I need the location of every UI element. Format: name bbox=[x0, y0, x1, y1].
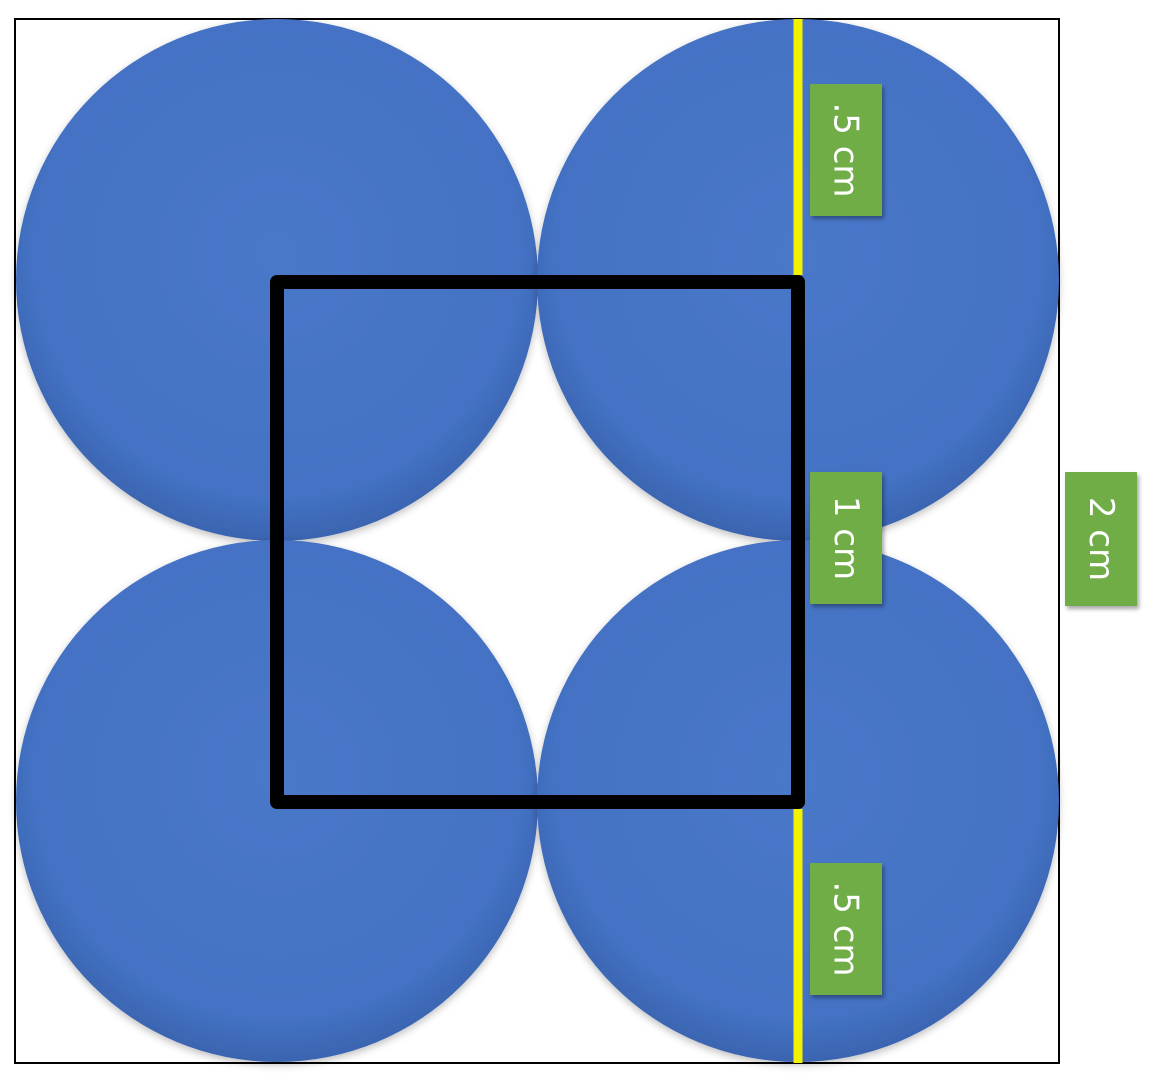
label-top-half-cm: .5 cm bbox=[810, 84, 882, 216]
outer-frame bbox=[14, 18, 1060, 1064]
label-two-cm: 2 cm bbox=[1065, 472, 1137, 606]
label-one-cm: 1 cm bbox=[810, 472, 882, 604]
label-two-cm-text: 2 cm bbox=[1081, 496, 1122, 582]
label-bottom-half-cm: .5 cm bbox=[810, 863, 882, 995]
inner-square bbox=[270, 275, 805, 809]
label-bottom-half-text: .5 cm bbox=[826, 881, 866, 977]
label-one-cm-text: 1 cm bbox=[826, 495, 867, 581]
label-top-half-text: .5 cm bbox=[826, 102, 866, 198]
